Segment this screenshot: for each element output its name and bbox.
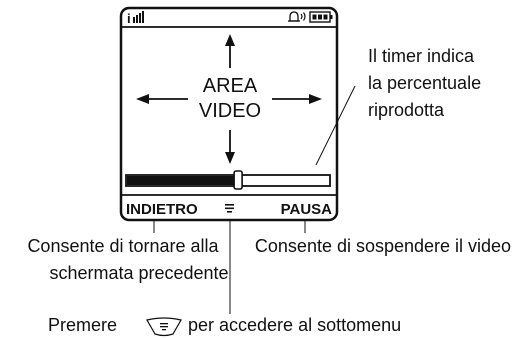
menu-callout-before: Premere xyxy=(48,315,117,335)
signal-strength-icon: i xyxy=(127,11,144,26)
timer-callout-line2: la percentuale xyxy=(368,73,481,93)
svg-text:i: i xyxy=(127,11,131,26)
arrow-up-icon xyxy=(225,34,235,68)
ringer-volume-icon xyxy=(288,11,306,22)
menu-indicator-icon[interactable] xyxy=(225,204,234,213)
arrow-right-icon xyxy=(272,94,322,104)
pause-callout-text: Consente di sospendere il video xyxy=(255,236,511,256)
back-callout-line2: schermata precedente xyxy=(49,263,228,283)
timer-callout-line3: riprodotta xyxy=(368,100,445,120)
timer-callout-line xyxy=(315,85,356,166)
menu-callout-after: per accedere al sottomenu xyxy=(188,315,401,335)
pause-soft-key[interactable]: PAUSA xyxy=(281,201,333,218)
back-soft-key[interactable]: INDIETRO xyxy=(126,201,198,218)
battery-icon xyxy=(309,11,333,23)
playback-progress-bar xyxy=(125,170,331,190)
progress-fill xyxy=(127,176,239,185)
back-callout-line1: Consente di tornare alla xyxy=(27,236,219,256)
video-area-label-line1: AREA xyxy=(203,75,258,97)
timer-callout-line1: Il timer indica xyxy=(368,46,475,66)
menu-key-icon xyxy=(146,317,182,337)
arrow-left-icon xyxy=(136,94,188,104)
video-area-label-line2: VIDEO xyxy=(199,100,261,122)
phone-screen-frame xyxy=(119,6,339,222)
arrow-down-icon xyxy=(225,130,235,164)
progress-handle[interactable] xyxy=(233,170,243,190)
